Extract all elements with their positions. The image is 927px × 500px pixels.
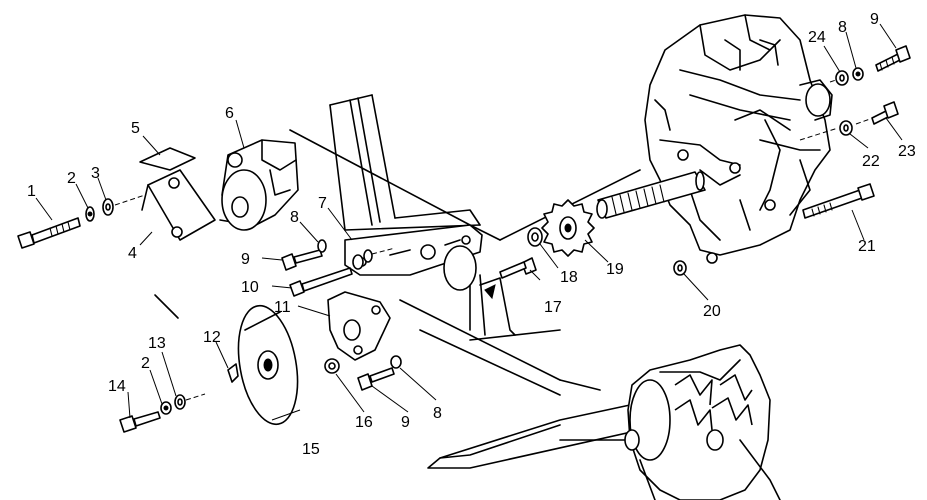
callout-19: 19 <box>606 261 624 278</box>
gasket-ring <box>443 245 477 291</box>
bolt-9-10-assembly <box>281 239 396 297</box>
callout-labels: 1 2 3 4 5 6 7 8 9 10 11 12 13 2 14 15 16… <box>27 11 916 458</box>
callout-15: 15 <box>302 441 320 458</box>
callout-10: 10 <box>241 279 259 296</box>
callout-18: 18 <box>560 269 578 286</box>
callout-4: 4 <box>128 245 137 262</box>
chain-case <box>624 344 781 500</box>
callout-5: 5 <box>131 120 140 137</box>
callout-9-upper: 9 <box>870 11 879 28</box>
bolt-14-assembly <box>119 393 206 433</box>
callout-17: 17 <box>544 299 562 316</box>
callout-8: 8 <box>290 209 299 226</box>
callout-7: 7 <box>318 195 327 212</box>
nut-20 <box>673 260 687 276</box>
ski-runner <box>427 404 641 469</box>
callout-8-lower: 8 <box>433 405 442 422</box>
bracket-assembly <box>139 147 216 241</box>
callout-20: 20 <box>703 303 721 320</box>
callout-23: 23 <box>898 143 916 160</box>
callout-16: 16 <box>355 414 373 431</box>
plate-7 <box>344 224 483 276</box>
callout-2-lower: 2 <box>141 355 150 372</box>
callout-2: 2 <box>67 170 76 187</box>
bolt-1-assembly <box>17 194 146 249</box>
bearing-flange-11 <box>327 291 391 361</box>
transmission-case <box>644 14 833 264</box>
bearing-block-6 <box>221 139 299 231</box>
nut-16-bolt-9-assembly <box>324 355 402 391</box>
callout-11: 11 <box>274 299 291 316</box>
bolt-17 <box>479 257 537 336</box>
washer-18 <box>527 227 543 247</box>
drive-shaft <box>596 171 706 219</box>
sprocket-19 <box>541 199 595 257</box>
snap-ring-12 <box>227 363 239 383</box>
nut-22 <box>799 120 853 141</box>
bolt-23 <box>855 101 899 125</box>
callout-6: 6 <box>225 105 234 122</box>
callout-24: 24 <box>808 29 826 46</box>
callout-8-upper: 8 <box>838 19 847 36</box>
brake-disc-15 <box>237 304 299 426</box>
callout-22: 22 <box>862 153 880 170</box>
callout-9: 9 <box>241 251 250 268</box>
callout-12: 12 <box>203 329 221 346</box>
callout-3: 3 <box>91 165 100 182</box>
leader-lines <box>35 23 903 421</box>
callout-9-lower: 9 <box>401 414 410 431</box>
callout-1: 1 <box>27 183 36 200</box>
bolt-21 <box>802 183 875 219</box>
callout-14: 14 <box>108 378 126 395</box>
callout-21: 21 <box>858 238 876 255</box>
bolt-9-upper-assembly <box>829 45 911 86</box>
callout-13: 13 <box>148 335 166 352</box>
